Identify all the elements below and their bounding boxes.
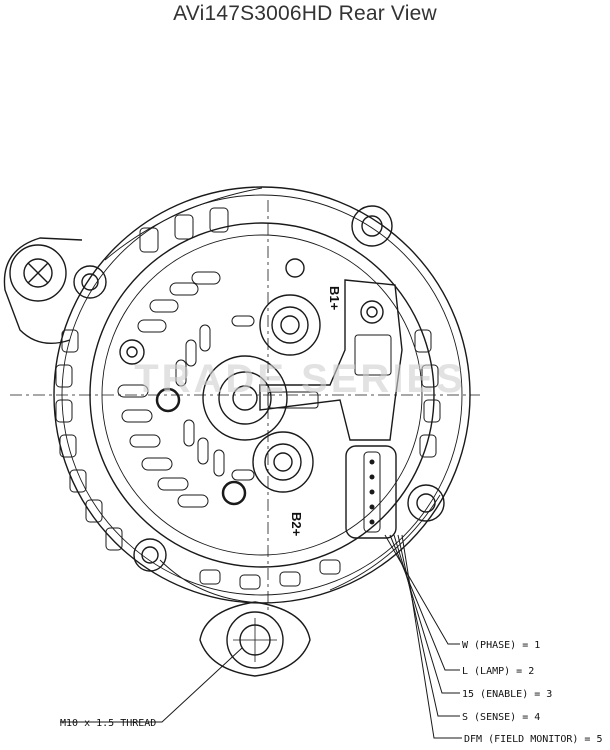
left-upper-boss [73,265,107,299]
diagram-title: AVi147S3006HD Rear View [173,2,437,25]
left-mount-hole [23,258,53,288]
housing-ring-inner [101,234,423,556]
rivet-bottom [221,480,247,506]
pin-label-3: 15 (ENABLE) = 3 [462,689,552,700]
vent-slots [55,207,441,590]
pin-leader-lines [384,534,462,739]
b2-terminal-stud [252,431,314,493]
watermark-text: TRADE SERIES [134,357,466,401]
inner-slots [117,271,255,508]
center-hub [202,355,288,441]
ground-symbol [285,258,305,278]
pin-label-1: W (PHASE) = 1 [462,640,540,651]
pin-label-2: L (LAMP) = 2 [462,666,534,677]
screw-left [119,339,145,365]
left-lower-boss [133,538,167,572]
housing-ring [89,222,435,568]
connector-pins [369,459,375,525]
thread-label: M10 x 1.5 THREAD [60,718,156,729]
b1-terminal-stud [259,294,321,356]
pin-label-5: DFM (FIELD MONITOR) = 5 [464,734,602,745]
housing-outer-inner [61,194,463,596]
right-boss [407,484,445,522]
rivet-left [155,387,181,413]
bottom-mount-boss [199,601,311,677]
left-mount-boss [9,244,67,302]
regulator-housing [259,279,403,441]
b1-label: B1+ [327,286,342,311]
b2-label: B2+ [289,512,304,537]
left-mounting-ear [3,237,83,344]
top-right-boss [351,205,393,247]
bottom-mount-ring [226,611,284,669]
pin-label-4: S (SENSE) = 4 [462,712,540,723]
connector-plug [345,445,397,539]
thread-leader-line [60,647,243,723]
regulator-screw [360,300,384,324]
